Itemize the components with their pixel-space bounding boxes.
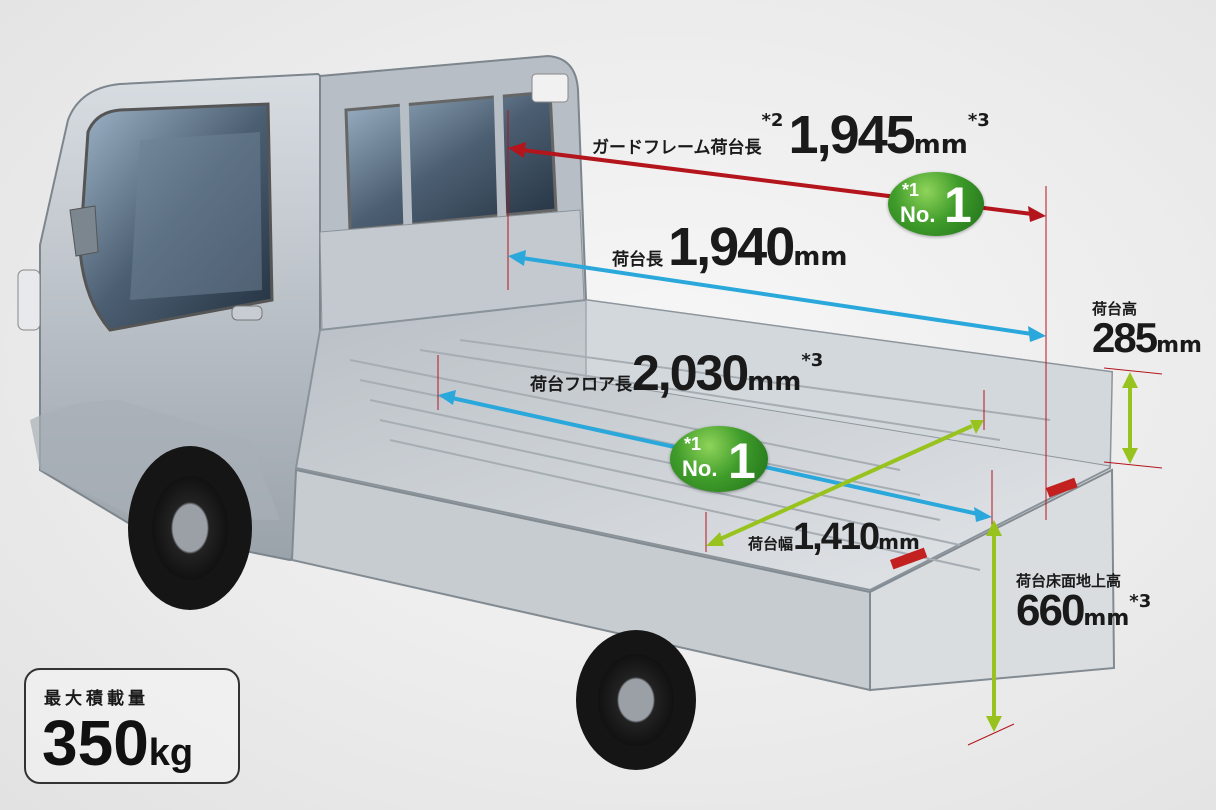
badge-no: No. [900, 202, 936, 227]
guard-frame-length-note: *2 [761, 110, 784, 131]
bed-length-value: 1,940 [668, 217, 795, 277]
no1-badge: *1 No. 1 [888, 172, 984, 236]
no1-badge: *1 No. 1 [670, 426, 768, 492]
max-payload-box: 最大積載量 350kg [24, 668, 240, 784]
truck-cab [17, 72, 331, 562]
bed-length-label: 荷台長 1,940mm [612, 220, 847, 274]
floor-length-label: 荷台フロア長2,030mm*3 [530, 348, 823, 398]
guard-frame-length-value: 1,945 [788, 105, 916, 165]
floor-ground-height-name: 荷台床面地上高 [1016, 572, 1122, 590]
wheels [128, 446, 696, 770]
max-payload-unit: kg [148, 732, 194, 774]
floor-length-unit: mm [747, 367, 802, 397]
bed-length-unit: mm [793, 242, 848, 272]
bed-width-name: 荷台幅 [748, 535, 794, 553]
floor-length-note-after: *3 [801, 350, 824, 371]
max-payload-number: 350 [42, 707, 149, 779]
badge-asterisk: *1 [902, 180, 920, 200]
floor-ground-height-value: 660 [1016, 586, 1085, 635]
bed-width-label: 荷台幅1,410mm [748, 518, 920, 556]
guard-frame-length-note-after: *3 [967, 110, 990, 131]
bed-width-unit: mm [878, 530, 920, 554]
bed-height-name: 荷台高 [1092, 300, 1138, 318]
guard-frame-length-label: ガードフレーム荷台長 *2 1,945mm*3 [592, 108, 990, 162]
bed-height-label: 荷台高 285mm [1092, 302, 1202, 359]
max-payload-label: 最大積載量 [44, 689, 149, 709]
guard-frame-length-unit: mm [913, 130, 968, 160]
badge-no: No. [682, 456, 718, 481]
bed-height-value: 285 [1092, 314, 1158, 361]
max-payload-value: 350kg [42, 706, 193, 780]
badge-rank: 1 [728, 433, 756, 489]
floor-ground-height-note-after: *3 [1129, 591, 1152, 612]
floor-ground-height-unit: mm [1083, 606, 1130, 631]
floor-length-name: 荷台フロア長 [530, 375, 632, 395]
guard-frame-length-name: ガードフレーム荷台長 [592, 138, 762, 158]
bed-height-unit: mm [1156, 333, 1202, 358]
bed-length-name: 荷台長 [612, 250, 663, 270]
guard-frame [319, 54, 588, 332]
bed-width-value: 1,410 [793, 516, 880, 558]
floor-ground-height-label: 荷台床面地上高 660mm*3 [1016, 574, 1151, 633]
floor-length-value: 2,030 [632, 345, 749, 401]
badge-asterisk: *1 [684, 434, 702, 454]
badge-rank: 1 [944, 177, 972, 233]
